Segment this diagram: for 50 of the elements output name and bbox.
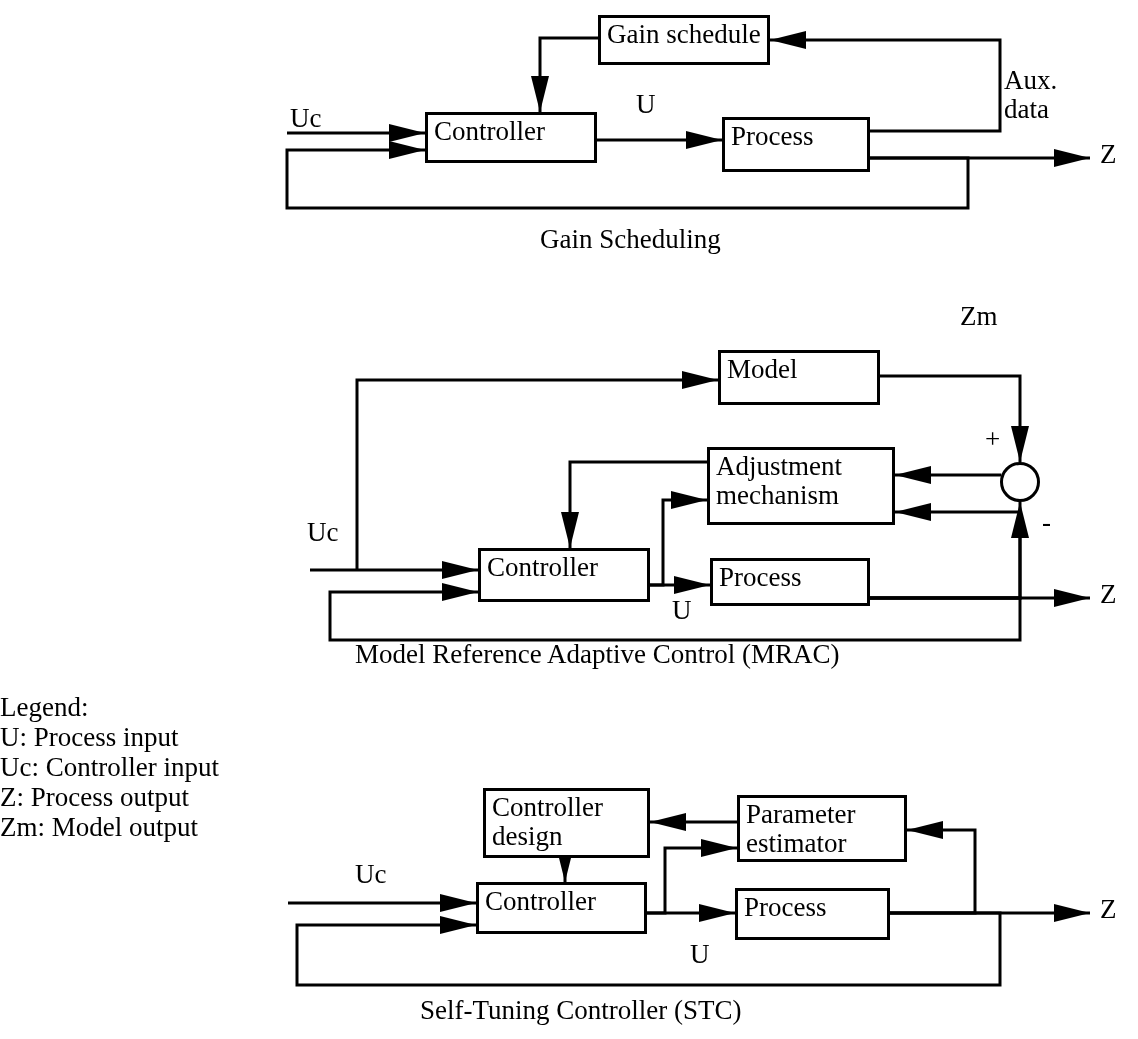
block-box: Model xyxy=(718,350,880,405)
edge-label: U xyxy=(690,940,710,969)
edge-label: Z xyxy=(1100,580,1117,609)
legend-entry: U: Process input xyxy=(0,723,179,752)
arrow xyxy=(295,911,1002,987)
arrow xyxy=(285,141,970,210)
block-box: Controller xyxy=(425,112,597,163)
arrow xyxy=(890,821,977,915)
arrow xyxy=(895,466,1002,484)
caption: Self-Tuning Controller (STC) xyxy=(420,996,742,1025)
edge-label: Aux. data xyxy=(1004,66,1059,124)
legend-entry: Zm: Model output xyxy=(0,813,198,842)
block-box: Process xyxy=(710,558,870,606)
edge-label: Z xyxy=(1100,895,1117,924)
block-box: Controller xyxy=(476,882,647,934)
caption: Gain Scheduling xyxy=(540,225,721,254)
sign-label: - xyxy=(1042,508,1051,537)
edge-label: U xyxy=(636,90,656,119)
legend-entry: Uc: Controller input xyxy=(0,753,219,782)
edge-label: Z xyxy=(1100,140,1117,169)
block-box: Gain schedule xyxy=(598,15,770,65)
arrow xyxy=(770,31,1002,133)
summing-junction xyxy=(1000,462,1040,502)
sign-label: + xyxy=(985,425,1001,454)
edge-label: Uc xyxy=(355,860,387,889)
block-box: Parameter estimator xyxy=(737,795,907,862)
block-box: Controller xyxy=(478,548,650,602)
caption: Model Reference Adaptive Control (MRAC) xyxy=(355,640,840,669)
block-box: Process xyxy=(722,117,870,172)
arrow xyxy=(880,374,1029,462)
arrow xyxy=(310,561,478,579)
block-box: Adjustment mechanism xyxy=(707,447,895,525)
arrow xyxy=(650,813,737,831)
block-box: Controller design xyxy=(483,788,650,858)
arrow xyxy=(531,36,598,112)
block-box: Process xyxy=(735,888,890,940)
legend-entry: Z: Process output xyxy=(0,783,189,812)
arrow xyxy=(355,371,718,570)
legend-heading: Legend: xyxy=(0,693,89,722)
edge-label: U xyxy=(672,596,692,625)
arrow xyxy=(561,460,707,548)
arrow xyxy=(287,124,425,142)
arrow xyxy=(650,491,707,587)
arrow xyxy=(288,894,476,912)
edge-label: Uc xyxy=(290,104,322,133)
edge-label: Uc xyxy=(307,518,339,547)
arrow xyxy=(647,839,737,915)
arrow xyxy=(597,131,722,149)
arrow xyxy=(328,583,1022,642)
edge-label: Zm xyxy=(960,302,998,331)
